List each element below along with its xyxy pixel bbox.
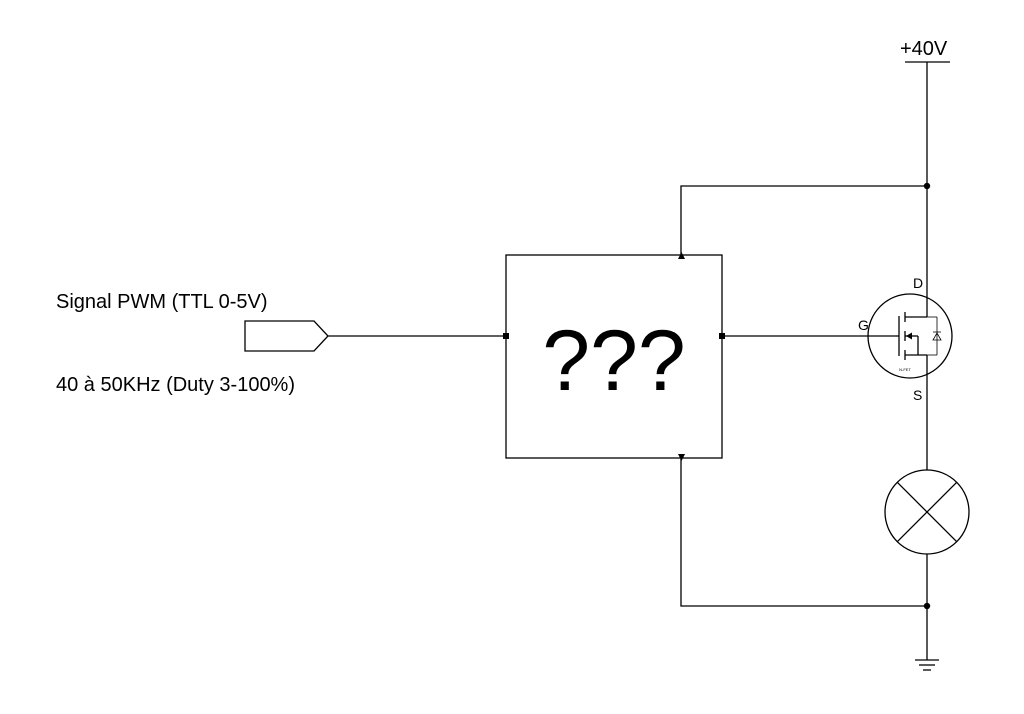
supply-label: +40V [900, 38, 948, 60]
pin-label-drain: D [913, 275, 923, 291]
block-pin-left [503, 333, 509, 339]
wire-block-to-lamp-low [680, 458, 927, 607]
wire-supply-to-block [680, 185, 927, 255]
block-pin-bottom [678, 454, 685, 461]
pin-label-source: S [913, 387, 922, 403]
mosfet-type-label: N-FET [899, 367, 911, 372]
unknown-block [505, 254, 723, 459]
block-pin-top [678, 252, 685, 259]
pin-label-gate: G [858, 317, 869, 333]
mosfet-icon [867, 293, 953, 379]
frequency-duty-label: 40 à 50KHz (Duty 3-100%) [56, 374, 295, 396]
lamp-icon [884, 469, 970, 555]
input-port-icon [244, 320, 329, 352]
ground-icon [915, 659, 939, 671]
junction-dot-top [923, 182, 931, 190]
unknown-block-label: ??? [542, 313, 686, 409]
signal-label: Signal PWM (TTL 0-5V) [56, 291, 268, 313]
